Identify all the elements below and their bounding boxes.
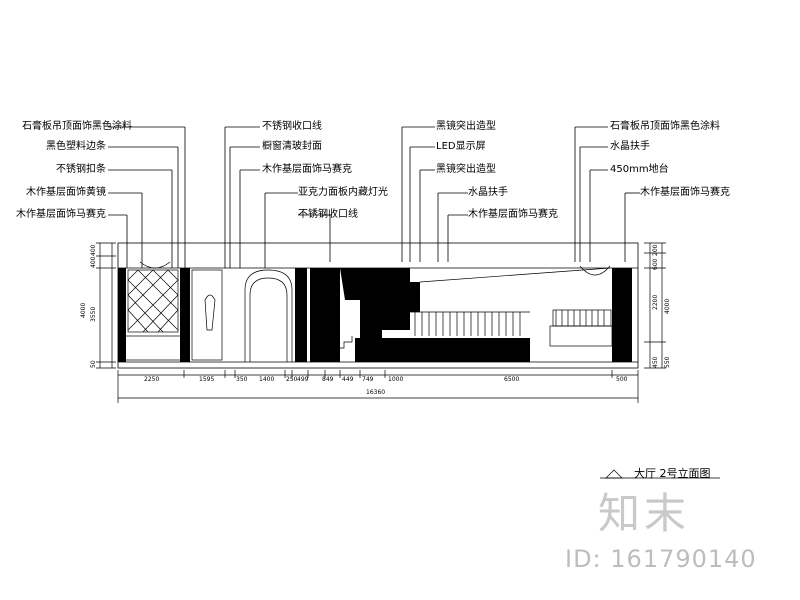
dim-left-5: 50 (90, 360, 97, 368)
label-right-2: 水晶扶手 (610, 141, 650, 152)
dim-bottom-6: 499 (297, 376, 309, 383)
label-right-3: 450mm地台 (610, 164, 669, 175)
dim-right-2: 600 (652, 258, 659, 270)
label-center-3: 黑镜突出造型 (436, 164, 496, 175)
watermark-id: ID: 161790140 (565, 545, 757, 573)
dim-bottom-10: 1000 (388, 376, 404, 383)
label-mid-4: 亚克力面板内藏灯光 (298, 187, 388, 198)
dim-bottom-4: 1400 (259, 376, 275, 383)
label-left-2: 黑色塑料边条 (46, 141, 106, 152)
dim-bottom-5: 250 (286, 376, 298, 383)
dim-bottom-2: 1595 (199, 376, 215, 383)
dim-left-4: 3550 (90, 306, 97, 322)
label-center-5: 木作基层面饰马赛克 (468, 209, 558, 220)
dim-bottom-8: 449 (342, 376, 354, 383)
dim-total: 16360 (366, 389, 386, 396)
dim-bottom-9: 749 (362, 376, 374, 383)
label-right-4: 木作基层面饰马赛克 (640, 187, 730, 198)
dim-bottom-11: 6500 (504, 376, 520, 383)
label-right-1: 石膏板吊顶面饰黑色涂料 (610, 121, 720, 132)
dim-bottom-1: 2250 (144, 376, 160, 383)
dim-left-3: 4000 (80, 302, 87, 318)
label-center-1: 黑镜突出造型 (436, 121, 496, 132)
dim-right-4: 4000 (664, 298, 671, 314)
watermark-logo: 知末 (598, 489, 691, 538)
label-left-5: 木作基层面饰马赛克 (16, 209, 106, 220)
dim-bottom-7: 849 (322, 376, 334, 383)
label-left-1: 石膏板吊顶面饰黑色涂料 (22, 121, 132, 132)
drawing-title: 大厅 2号立面图 (634, 467, 711, 480)
label-mid-1: 不锈钢收口线 (262, 121, 322, 132)
dim-right-6: 550 (664, 356, 671, 368)
dim-bottom-12: 500 (616, 376, 628, 383)
label-mid-5: 不锈钢收口线 (298, 209, 358, 220)
dim-left-2: 400 (90, 256, 97, 268)
label-center-2: LED显示屏 (436, 141, 486, 152)
label-left-3: 不锈钢扣条 (56, 164, 106, 175)
label-center-4: 水晶扶手 (468, 187, 508, 198)
label-mid-2: 橱窗清玻封面 (262, 141, 322, 152)
label-left-4: 木作基层面饰黄镜 (26, 187, 106, 198)
label-mid-3: 木作基层面饰马赛克 (262, 164, 352, 175)
dim-right-5: 450 (652, 356, 659, 368)
dim-right-1: 200 (652, 244, 659, 256)
dim-right-3: 2200 (652, 294, 659, 310)
dim-bottom-3: 350 (236, 376, 248, 383)
dim-left-1: 400 (90, 244, 97, 256)
